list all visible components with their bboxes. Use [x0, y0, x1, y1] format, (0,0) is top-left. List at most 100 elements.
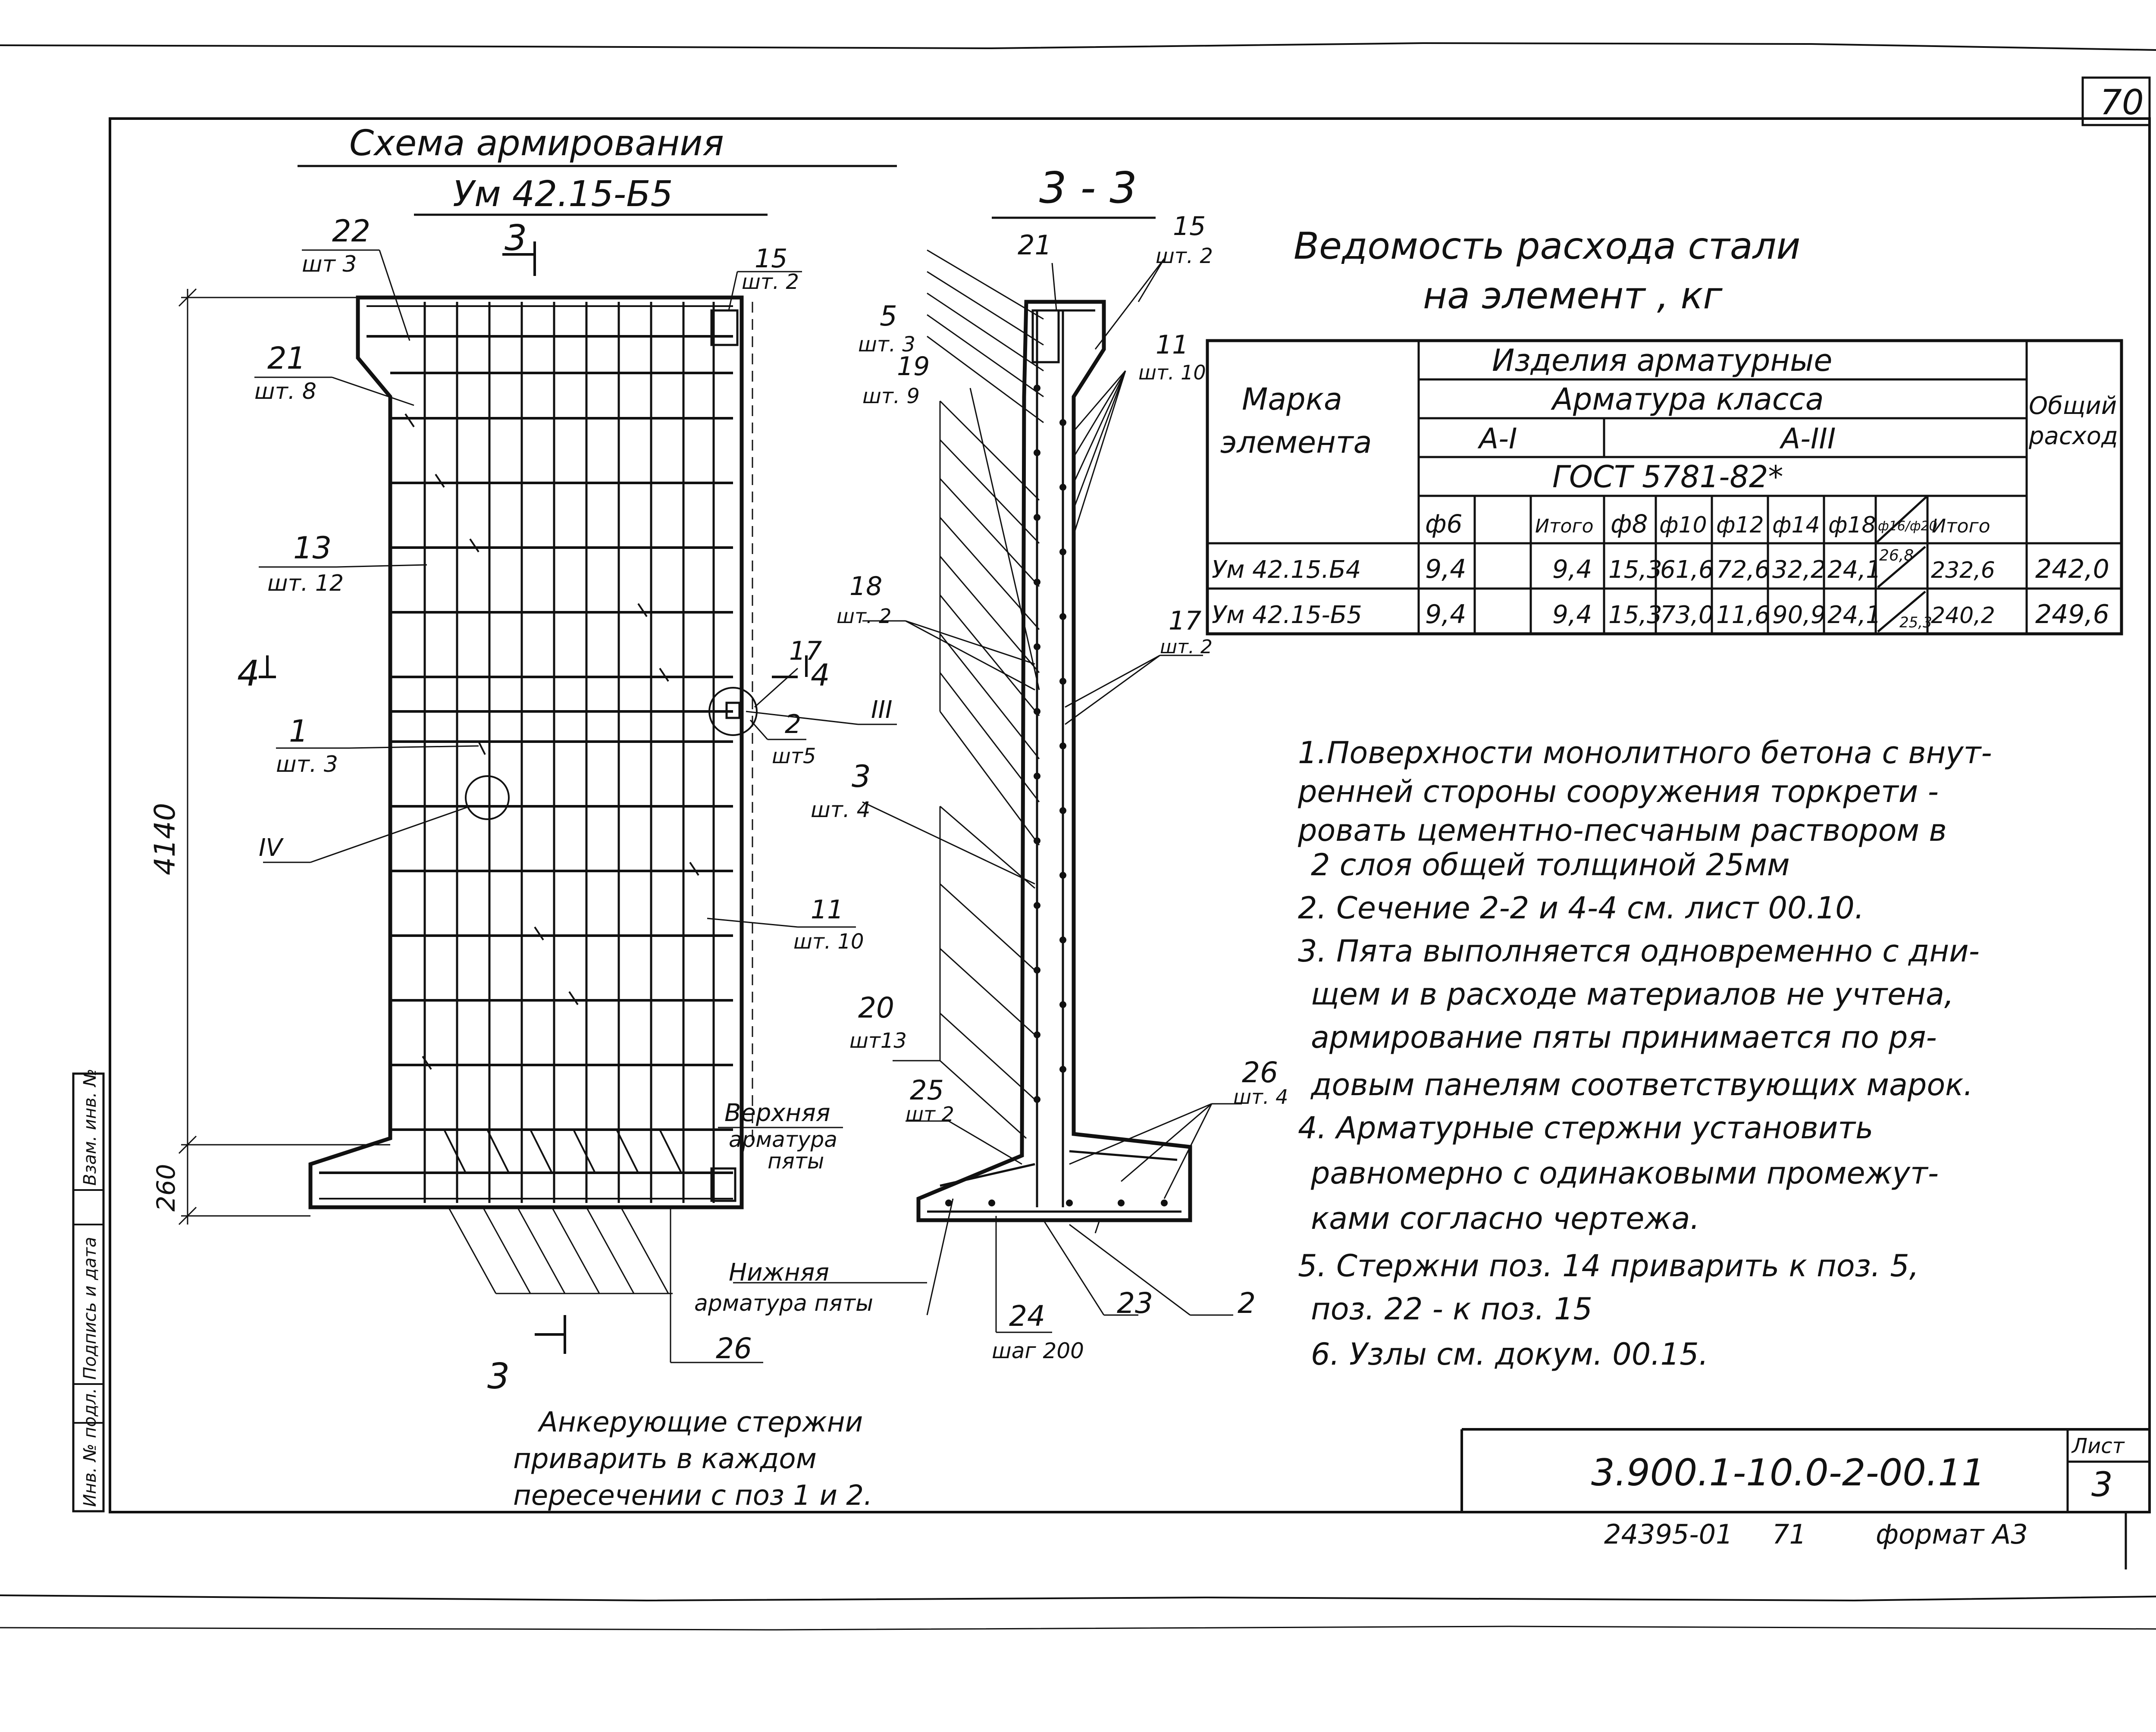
col-d16-d20: ф16/ф20	[1878, 519, 1937, 534]
plan-node-III: III	[871, 696, 893, 724]
section-pos19: 19	[897, 351, 930, 382]
sheet-format: формат А3	[1876, 1519, 2028, 1550]
plan-pos21-qty: шт. 8	[254, 379, 317, 404]
section-pos5: 5	[880, 301, 897, 332]
plan-pos15-qty: шт. 2	[742, 270, 799, 294]
note-line-9: довым панелям соответствующих марок.	[1310, 1067, 1973, 1102]
section-pos19-qty: шт. 9	[862, 384, 920, 408]
col-total-aiii: Итого	[1932, 515, 1990, 537]
plan-pos21: 21	[267, 341, 306, 376]
title-block	[1460, 1428, 2150, 1511]
row1-d8: 15,3	[1608, 556, 1662, 584]
note-line-4: 2 слоя общей толщиной 25мм	[1311, 847, 1790, 883]
section-pos11: 11	[1156, 330, 1188, 360]
plan-upper-heel-1: Верхняя	[724, 1099, 830, 1127]
col-d14: ф14	[1772, 512, 1820, 538]
section-pos26-qty: шт. 4	[1233, 1085, 1288, 1109]
table-class-AI: А-I	[1477, 422, 1517, 455]
row1-d14: 32,2	[1772, 556, 1826, 584]
plan-cut4-left: 4	[237, 653, 260, 694]
row1-d18: 24,1	[1827, 556, 1881, 584]
section-pos20: 20	[858, 991, 894, 1024]
section-pos21: 21	[1018, 229, 1052, 261]
col-total-ai: Итого	[1535, 515, 1594, 537]
plan-pos2: 2	[785, 709, 801, 739]
row2-d14: 90,9	[1772, 601, 1826, 629]
table-head-mark-2: элемента	[1220, 425, 1372, 460]
inventory-number: 24395-01	[1604, 1519, 1733, 1550]
plan-view	[178, 241, 927, 1363]
plan-pos3-qty: шт. 4	[811, 797, 870, 822]
row2-total-aiii: 240,2	[1931, 603, 1995, 629]
plan-pos22-qty: шт 3	[302, 251, 357, 277]
note-line-1: 1.Поверхности монолитного бетона с внут-	[1298, 735, 1992, 770]
section-pos24-qty: шаг 200	[992, 1338, 1084, 1363]
plan-cut4-right: 4	[811, 658, 830, 693]
section-pos15: 15	[1173, 211, 1206, 241]
row2-d18: 24,1	[1827, 601, 1881, 629]
section-pos26: 26	[1242, 1056, 1278, 1089]
row1-total-aiii: 232,6	[1931, 557, 1995, 583]
table-gost: ГОСТ 5781-82*	[1552, 459, 1783, 495]
anchor-note-3: пересечении с поз 1 и 2.	[513, 1480, 872, 1512]
anchor-note-1: Анкерующие стержни	[537, 1406, 863, 1438]
section-pos15-qty: шт. 2	[1156, 244, 1213, 268]
row2-d6: 9,4	[1425, 599, 1466, 630]
plan-pos11: 11	[811, 895, 843, 925]
plan-cut3-bottom: 3	[487, 1356, 510, 1397]
row2-total-ai: 9,4	[1552, 600, 1592, 629]
table-title-2: на элемент , кг	[1423, 274, 1723, 317]
stamp-inventory-original: Инв. № подл.	[80, 1388, 100, 1507]
plan-pos1-qty: шт. 3	[276, 752, 338, 777]
document-code: 3.900.1-10.0-2-00.11	[1591, 1451, 1985, 1494]
plan-pos11-qty: шт. 10	[793, 930, 864, 954]
table-head-products: Изделия арматурные	[1492, 343, 1832, 378]
note-line-15: 6. Узлы см. докум. 00.15.	[1311, 1337, 1708, 1372]
section-pos18: 18	[849, 571, 882, 601]
row2-total: 249,6	[2035, 599, 2109, 630]
section-pos17: 17	[1169, 606, 1201, 636]
table-head-mark-1: Марка	[1242, 382, 1342, 417]
plan-lower-heel-1: Нижняя	[729, 1259, 829, 1287]
plan-upper-heel-2: арматура	[729, 1127, 837, 1152]
page-number: 70	[2100, 82, 2144, 122]
plan-pos13-qty: шт. 12	[267, 570, 344, 596]
plan-node-IV: IV	[259, 834, 284, 862]
note-line-7: щем и в расходе материалов не учтена,	[1311, 977, 1954, 1012]
section-pos24: 24	[1009, 1300, 1045, 1333]
row1-total-ai: 9,4	[1552, 554, 1592, 584]
col-d12: ф12	[1716, 512, 1764, 538]
plan-pos22: 22	[332, 213, 370, 249]
plan-pos3: 3	[852, 759, 871, 794]
side-stamp	[72, 1072, 105, 1513]
scheme-title: Схема армирования	[349, 123, 724, 164]
anchor-note-2: приварить в каждом	[513, 1443, 817, 1475]
row2-d10: 73,0	[1660, 601, 1714, 629]
col-d10: ф10	[1659, 512, 1707, 538]
section-pos17-qty: шт. 2	[1160, 636, 1213, 658]
table-head-class: Арматура класса	[1551, 382, 1824, 417]
section-pos20-qty: шт13	[849, 1029, 907, 1053]
plan-pos26: 26	[716, 1332, 752, 1365]
table-class-AIII: А-III	[1779, 422, 1836, 455]
row2-d16-d20: 25,3	[1899, 614, 1932, 631]
stamp-signature-date: Подпись и дата	[80, 1237, 100, 1380]
note-line-6: 3. Пята выполняется одновременно с дни-	[1298, 933, 1980, 969]
stamp-replacement-inventory: Взам. инв. №	[80, 1068, 100, 1186]
col-d18: ф18	[1828, 512, 1876, 538]
row1-d16-d20: 26,8	[1879, 547, 1914, 564]
note-line-12: ками согласно чертежа.	[1311, 1201, 1700, 1236]
plan-pos13: 13	[293, 530, 332, 566]
notes: 1.Поверхности монолитного бетона с внут-…	[1297, 735, 1992, 1372]
plan-cut3-top: 3	[505, 218, 527, 259]
section-view	[862, 249, 1242, 1333]
note-line-10: 4. Арматурные стержни установить	[1298, 1110, 1873, 1146]
table-head-total-2: расход	[2028, 422, 2118, 450]
note-line-3: ровать цементно-песчаным раствором в	[1297, 813, 1947, 848]
row2-d12: 11,6	[1716, 601, 1770, 629]
steel-table-grid	[1206, 339, 2123, 636]
section-pos25-qty: шт 2	[906, 1102, 954, 1126]
row1-total: 242,0	[2035, 554, 2109, 584]
note-line-2: ренней стороны сооружения торкрети -	[1297, 774, 1939, 809]
scheme-mark: Ум 42.15-Б5	[453, 174, 673, 215]
